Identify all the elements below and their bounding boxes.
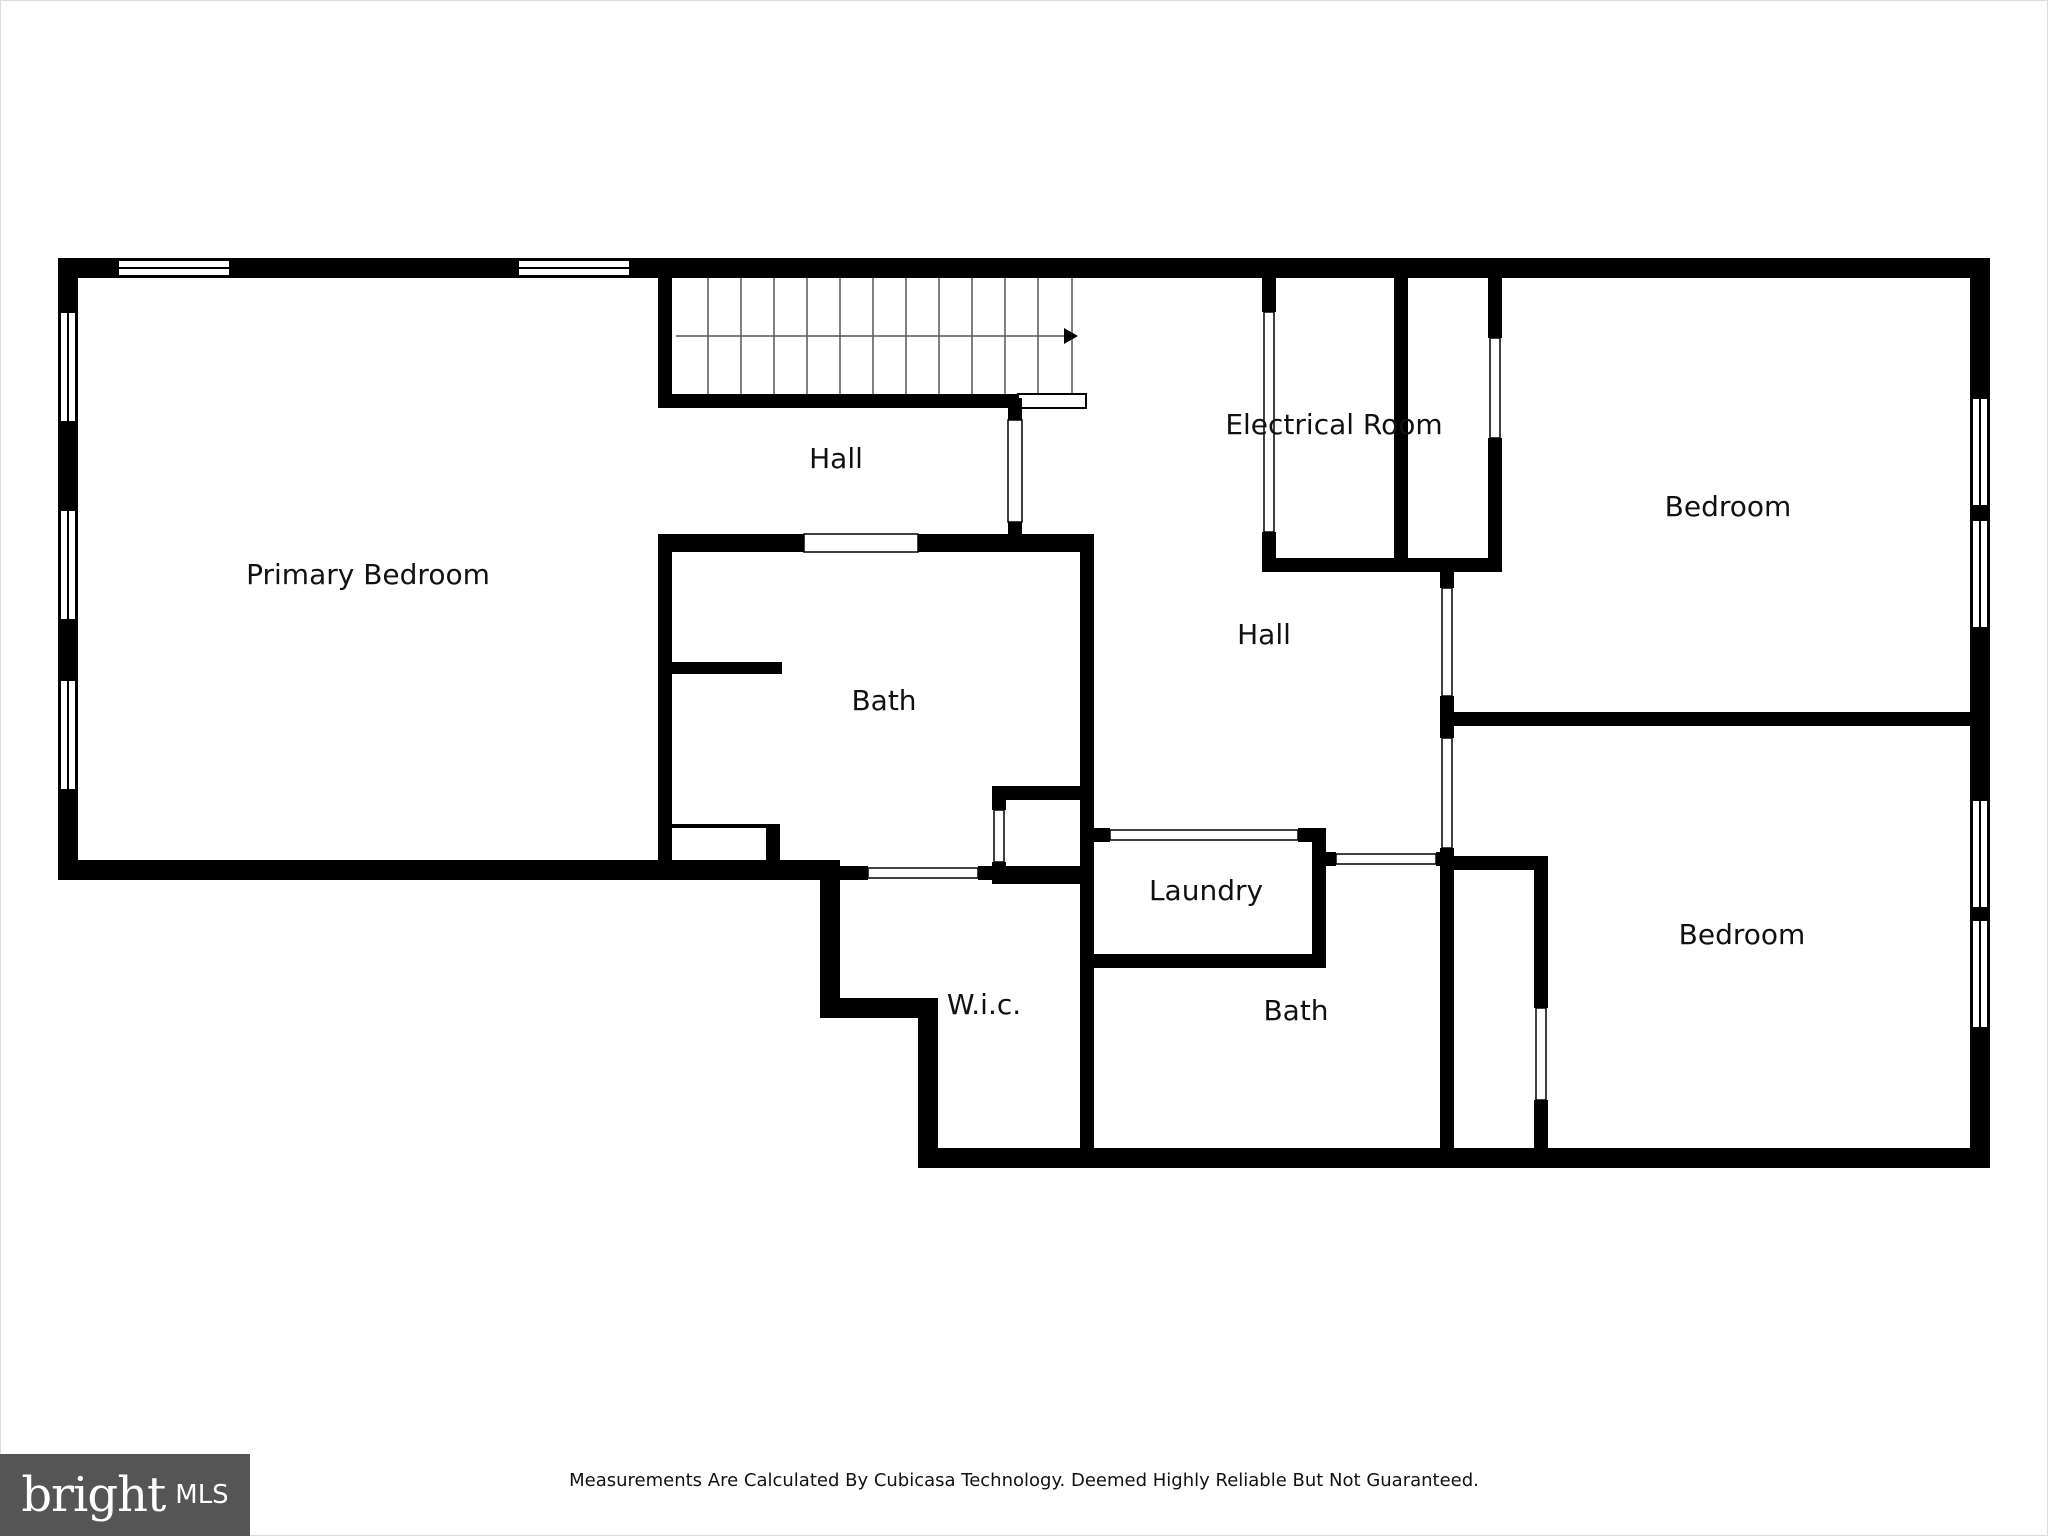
label-bedroom-upper: Bedroom: [1665, 490, 1792, 523]
label-hall-upper: Hall: [809, 442, 863, 475]
label-bath-hall: Bath: [1263, 994, 1328, 1027]
room-labels: Primary Bedroom Hall Bath Electrical Roo…: [246, 408, 1805, 1027]
label-primary-bedroom: Primary Bedroom: [246, 558, 490, 591]
label-electrical-room: Electrical Room: [1225, 408, 1442, 441]
label-laundry: Laundry: [1149, 874, 1263, 907]
staircase: [658, 278, 1087, 409]
logo-suffix: MLS: [175, 1480, 229, 1510]
label-hall-center: Hall: [1237, 618, 1291, 651]
label-bedroom-lower: Bedroom: [1679, 918, 1806, 951]
label-bath-primary: Bath: [851, 684, 916, 717]
windows: [59, 259, 1989, 1029]
label-wic: W.i.c.: [947, 988, 1021, 1021]
interior-walls: [658, 278, 1980, 1168]
interior-openings: [803, 311, 1547, 1101]
bright-mls-logo: bright MLS: [0, 1454, 250, 1536]
measurement-disclaimer: Measurements Are Calculated By Cubicasa …: [569, 1470, 1479, 1491]
stair-arrow-icon: [1064, 328, 1078, 344]
logo-wordmark: bright: [21, 1467, 166, 1523]
